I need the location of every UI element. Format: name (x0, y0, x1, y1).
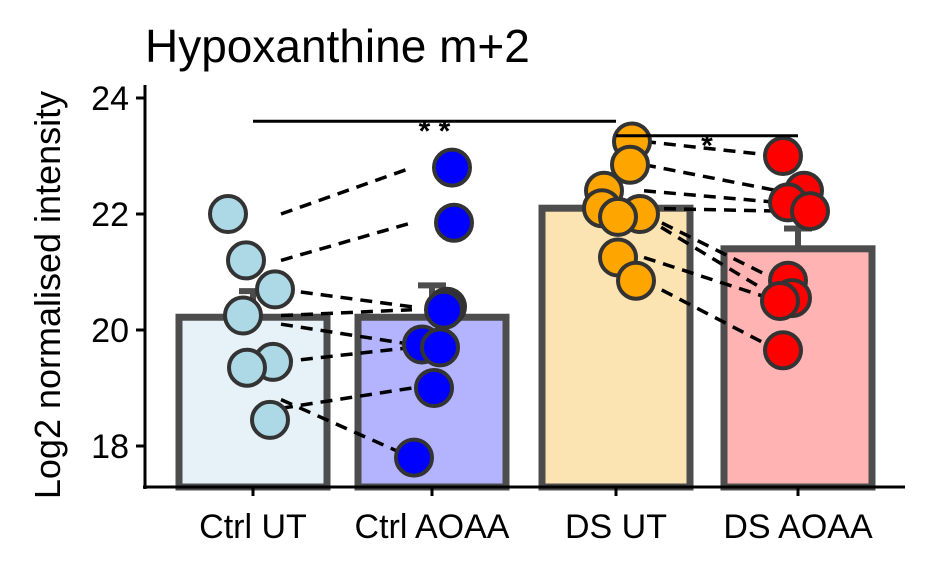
point-2-5 (598, 196, 638, 237)
point-2-1 (610, 144, 650, 185)
points-layer (208, 121, 830, 478)
paired-line-7 (280, 397, 413, 460)
point-0-1 (226, 240, 266, 281)
paired-line-5 (280, 345, 413, 364)
point-2-7 (616, 260, 656, 301)
x-tick-label-2: DS UT (565, 508, 667, 546)
paired-line-15 (643, 279, 779, 352)
point-0-5 (227, 347, 267, 388)
point-3-3 (790, 191, 830, 232)
paired-line-13 (643, 215, 779, 300)
paired-line-9 (643, 162, 779, 193)
significance-layer: * * * (253, 115, 798, 163)
point-3-7 (763, 330, 803, 371)
y-tick-label-22: 22 (91, 196, 129, 234)
point-1-6 (414, 368, 454, 408)
paired-line-12 (643, 212, 779, 283)
paired-line-8 (643, 139, 779, 158)
chart-title: Hypoxanthine m+2 (145, 20, 530, 72)
paired-line-14 (643, 255, 779, 303)
sig-label-1: * (701, 130, 713, 163)
paired-line-11 (643, 206, 779, 213)
point-1-1 (434, 202, 474, 243)
y-tick-label-18: 18 (91, 428, 129, 466)
paired-line-4 (280, 322, 413, 347)
point-1-0 (432, 147, 472, 188)
y-tick-label-20: 20 (91, 312, 129, 350)
point-0-0 (208, 194, 248, 234)
point-0-3 (223, 295, 263, 336)
point-1-3 (424, 289, 464, 330)
bar-0 (175, 313, 331, 491)
sig-label-0: * * (419, 115, 451, 148)
paired-lines-layer (280, 139, 779, 460)
x-tick-label-0: Ctrl UT (199, 508, 307, 546)
point-1-7 (394, 437, 434, 478)
point-1-5 (420, 327, 460, 368)
x-tick-label-3: DS AOAA (723, 508, 873, 546)
paired-line-3 (280, 307, 413, 318)
point-0-2 (255, 269, 295, 310)
point-0-6 (250, 399, 290, 440)
paired-line-0 (280, 165, 413, 216)
point-3-0 (763, 136, 803, 176)
y-tick-label-24: 24 (91, 80, 129, 118)
paired-line-1 (280, 221, 413, 263)
bar-3 (720, 245, 876, 491)
point-3-6 (760, 281, 800, 321)
y-axis-label: Log2 normalised intensity (27, 91, 68, 499)
x-tick-label-1: Ctrl AOAA (355, 508, 510, 546)
paired-line-2 (280, 287, 413, 309)
paired-line-10 (643, 189, 779, 205)
paired-line-6 (280, 386, 413, 411)
